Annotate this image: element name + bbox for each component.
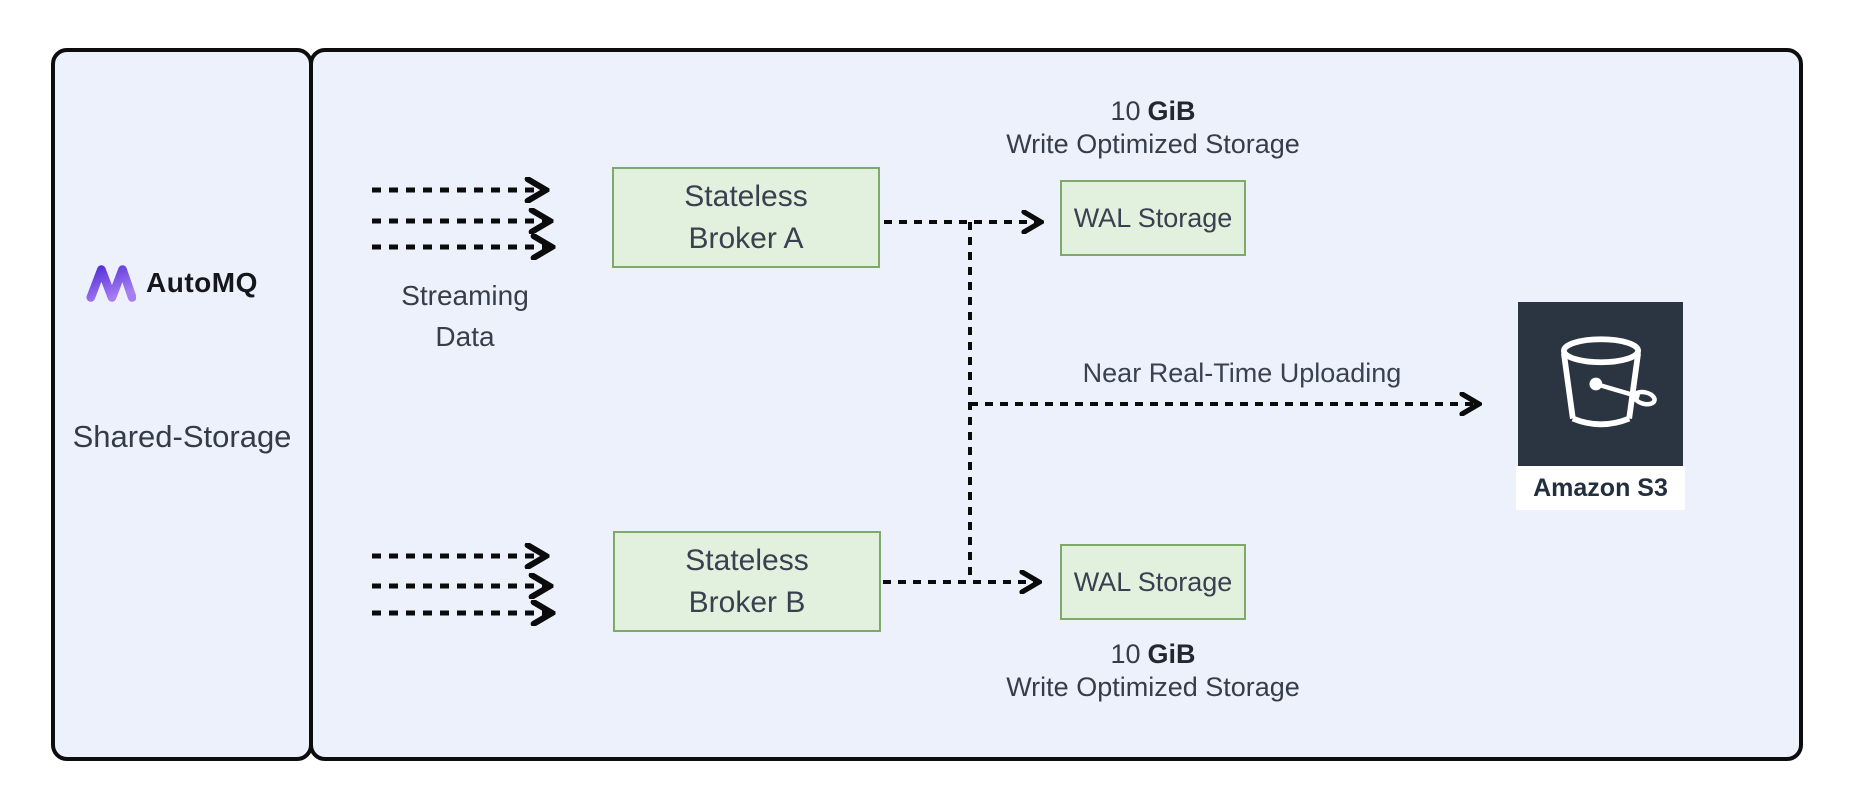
s3-bucket-icon — [1560, 336, 1657, 428]
stateless-broker-b-box: Stateless Broker B — [613, 531, 881, 632]
shared-storage-panel — [51, 48, 313, 761]
automq-brand: AutoMQ — [86, 263, 258, 303]
broker-b-line1: Stateless — [685, 543, 809, 577]
automq-wordmark: AutoMQ — [146, 267, 258, 298]
wal-top-note-unit: GiB — [1147, 96, 1196, 126]
wal-top-note-value: 10 — [1110, 96, 1141, 126]
stateless-broker-a-box: Stateless Broker A — [612, 167, 880, 268]
broker-a-line1: Stateless — [684, 179, 808, 213]
wal-bottom-note-unit: GiB — [1147, 639, 1196, 669]
automq-logo-icon — [86, 265, 136, 302]
wal-storage-bottom-label: WAL Storage — [1073, 566, 1233, 597]
shared-storage-title: Shared-Storage — [72, 419, 292, 454]
streaming-data-label: Streaming Data — [330, 275, 600, 357]
wal-storage-top-box: WAL Storage — [1060, 180, 1246, 256]
wal-bottom-note-desc: Write Optimized Storage — [1006, 672, 1300, 702]
near-real-time-uploading-label: Near Real-Time Uploading — [1082, 358, 1402, 388]
wal-top-note-desc: Write Optimized Storage — [1006, 129, 1300, 159]
amazon-s3-tile — [1518, 302, 1683, 466]
wal-bottom-note-value: 10 — [1110, 639, 1141, 669]
streaming-data-line1: Streaming — [401, 280, 529, 311]
broker-a-line2: Broker A — [688, 221, 804, 255]
amazon-s3-label: Amazon S3 — [1516, 466, 1685, 510]
wal-storage-top-label: WAL Storage — [1073, 202, 1233, 233]
wal-storage-bottom-box: WAL Storage — [1060, 544, 1246, 620]
streaming-data-line2: Data — [435, 321, 495, 352]
broker-b-line2: Broker B — [688, 585, 806, 619]
